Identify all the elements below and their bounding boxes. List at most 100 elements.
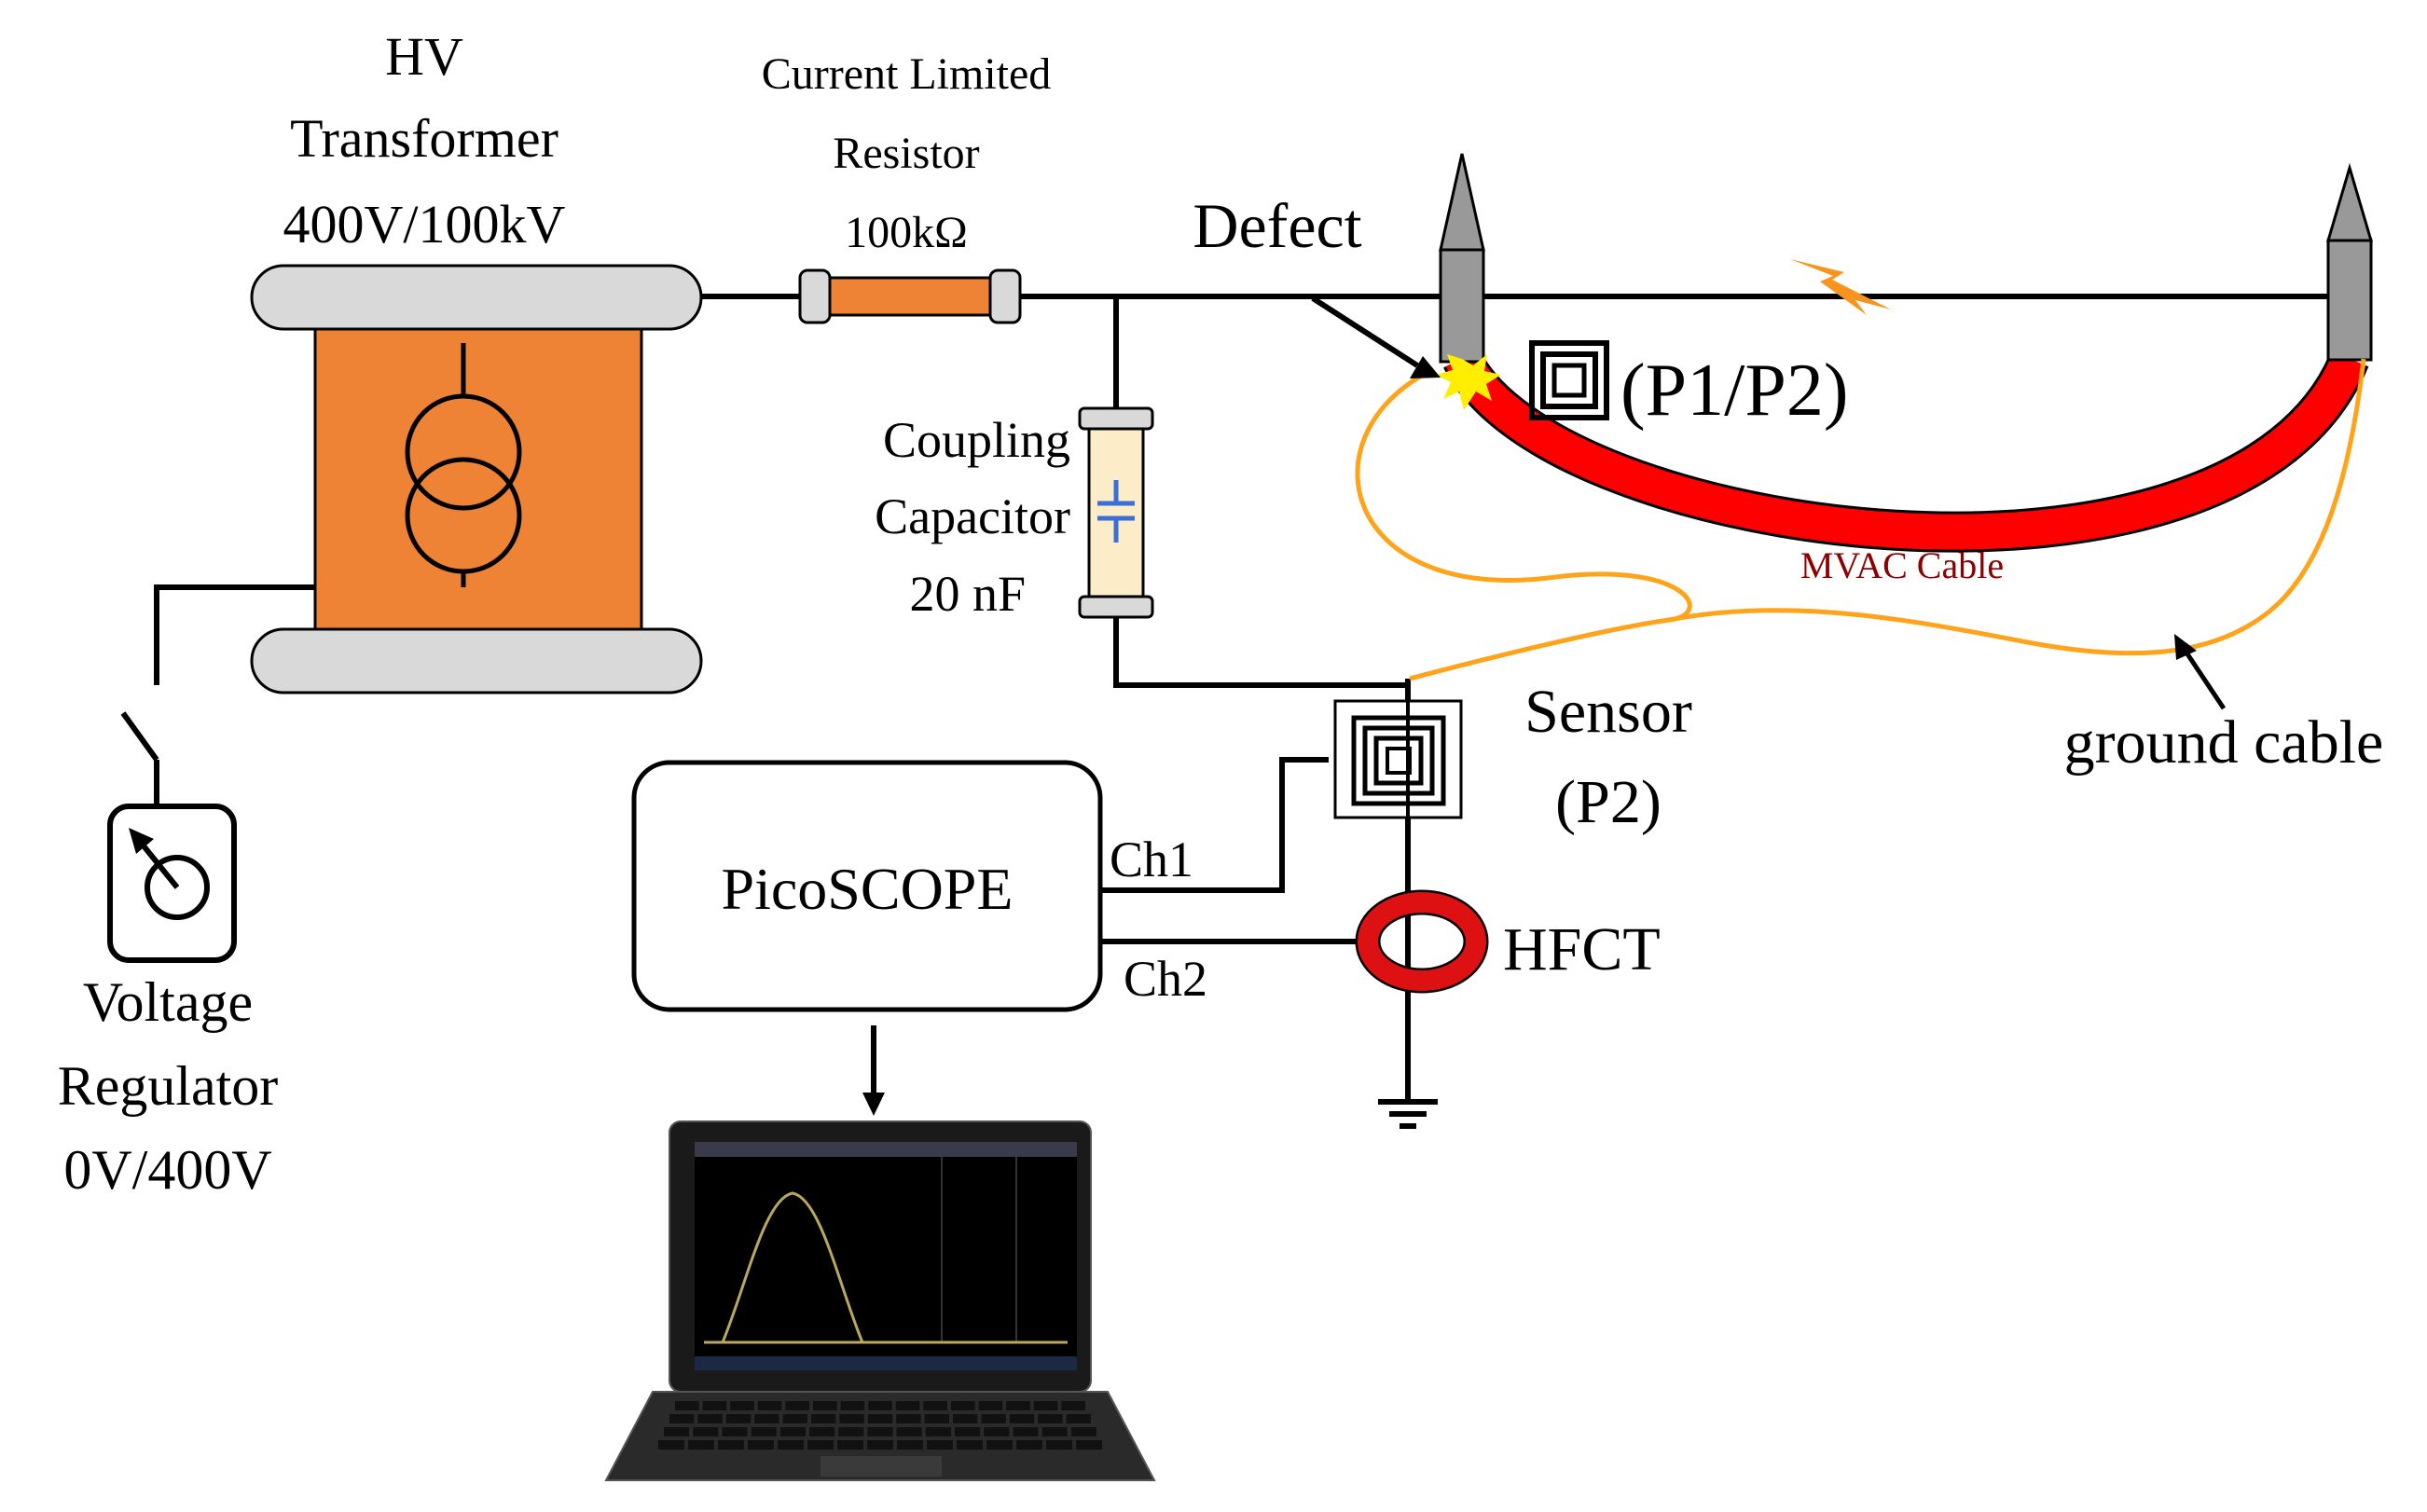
probe-label: (P1/P2) [1620, 350, 1849, 432]
transformer-label-line1: HV [385, 26, 463, 87]
keyboard-key [927, 1440, 953, 1450]
keyboard-key [813, 1401, 837, 1410]
keyboard-key [782, 1414, 807, 1423]
transformer-label-line3: 400V/100kV [283, 194, 566, 254]
sensor-label-line2: (P2) [1555, 768, 1662, 836]
keyboard-key [1033, 1401, 1058, 1410]
keyboard-key [702, 1401, 727, 1410]
right-cable-termination [2325, 162, 2374, 362]
capacitor-body [1087, 422, 1145, 603]
capacitor-label-line1: Coupling [883, 412, 1070, 468]
regulator-switch [120, 711, 159, 762]
keyboard-key [840, 1401, 865, 1410]
keyboard-key [779, 1427, 806, 1436]
keyboard-key [895, 1401, 920, 1410]
ch1-label: Ch1 [1110, 832, 1193, 887]
ground-cable-arrow [2174, 634, 2227, 710]
keyboard-key [896, 1427, 922, 1436]
keyboard-key [748, 1440, 774, 1450]
keyboard-key [839, 1414, 864, 1423]
sensor-p2-icon [1333, 685, 1463, 820]
defect-arrow [1311, 296, 1441, 378]
keyboard-key [897, 1440, 923, 1450]
keyboard-key [1016, 1440, 1042, 1450]
ground-cable [1355, 358, 2366, 681]
keyboard-key [675, 1401, 699, 1410]
capacitor-label-line2: Capacitor [875, 488, 1070, 544]
keyboard-key [837, 1440, 863, 1450]
laptop-screen-toolbar [695, 1142, 1077, 1157]
keyboard-key [669, 1414, 695, 1423]
mvac-cable [1443, 349, 2369, 553]
ch1-wire [1100, 757, 1329, 893]
resistor-label-line3: 100kΩ [845, 208, 968, 257]
scope-label: PicoSCOPE [722, 856, 1014, 922]
keyboard-key [778, 1440, 804, 1450]
current-limited-resistor [798, 268, 1022, 324]
keyboard-key [957, 1440, 983, 1450]
keyboard-key [693, 1427, 719, 1436]
resistor-right-cap [988, 268, 1022, 324]
keyboard-key [838, 1427, 864, 1436]
keyboard-key [722, 1427, 748, 1436]
keyboard-key [1070, 1427, 1096, 1436]
laptop [604, 1120, 1156, 1481]
keyboard-key [754, 1414, 779, 1423]
screen-waveform [721, 1191, 864, 1343]
laptop-touchpad [820, 1456, 942, 1477]
left-cable-termination [1439, 153, 1485, 364]
keyboard-key [730, 1401, 754, 1410]
coupling-capacitor [1078, 406, 1154, 619]
keyboard-key [697, 1414, 723, 1423]
scope-to-laptop-arrow-head [862, 1093, 885, 1116]
cable-label: MVAC Cable [1800, 544, 2004, 586]
resistor-label-line2: Resistor [833, 129, 979, 178]
keyboard-key [925, 1427, 951, 1436]
ground-symbol [1378, 1099, 1438, 1129]
capacitor-bottom-cap [1078, 595, 1154, 619]
keyboard-key [751, 1427, 777, 1436]
keyboard-key [1066, 1414, 1091, 1423]
regulator-label-line3: 0V/400V [63, 1139, 271, 1201]
winding-primary-icon [405, 393, 522, 511]
hfct-icon [1355, 889, 1489, 994]
keyboard-key [809, 1427, 835, 1436]
probe-p1p2-sensor-icon [1529, 340, 1609, 420]
keyboard-key [1046, 1440, 1072, 1450]
hv-transformer [250, 264, 703, 694]
keyboard-key [981, 1414, 1006, 1423]
keyboard-key [1076, 1440, 1102, 1450]
keyboard-key [924, 1414, 949, 1423]
resistor-left-cap [798, 268, 832, 324]
keyboard-key [1013, 1427, 1039, 1436]
mvac-cable-body [1445, 351, 2366, 550]
resistor-label-line1: Current Limited [762, 49, 1052, 99]
keyboard-key [867, 1427, 893, 1436]
voltage-regulator [107, 804, 237, 963]
transformer-bottom-bushing [250, 627, 703, 694]
ground-cable-label: ground cable [2064, 708, 2384, 777]
screen-statusbar [695, 1356, 1077, 1370]
right-termination-body [2326, 239, 2373, 362]
keyboard-key [1006, 1401, 1030, 1410]
regulator-dial-needle [139, 842, 180, 889]
keyboard-key [811, 1414, 836, 1423]
regulator-label-line1: Voltage [83, 971, 253, 1033]
hfct-label: HFCT [1503, 915, 1661, 983]
transformer-label-line2: Transformer [290, 108, 558, 169]
keyboard-key [1038, 1414, 1063, 1423]
left-termination-tip [1439, 153, 1485, 252]
lightning-flash-icon [1790, 259, 1891, 315]
keyboard-key [955, 1427, 981, 1436]
capacitor-return-wire [1113, 615, 1408, 688]
keyboard-key [978, 1401, 1003, 1410]
laptop-screen [695, 1142, 1077, 1370]
regulator-label-line2: Regulator [58, 1055, 279, 1117]
keyboard-key [658, 1440, 684, 1450]
left-termination-body [1439, 248, 1485, 364]
keyboard-key [725, 1414, 752, 1423]
laptop-keyboard [658, 1401, 1102, 1450]
keyboard-key [896, 1414, 921, 1423]
keyboard-key [757, 1401, 782, 1410]
